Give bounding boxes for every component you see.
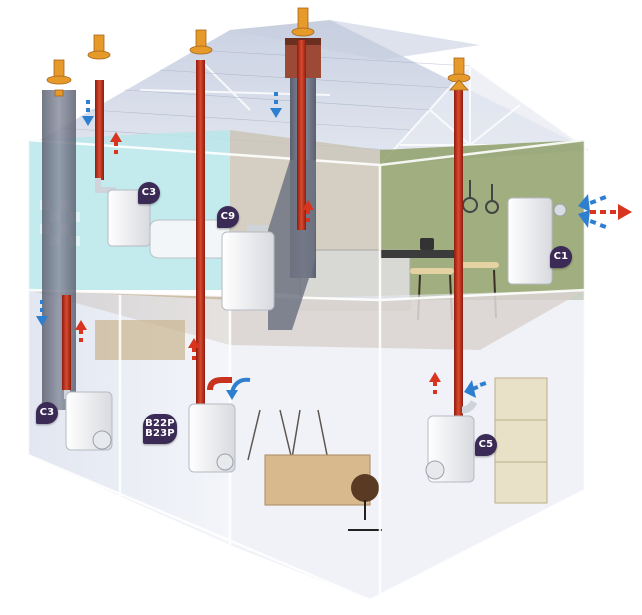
arrow-down-blue-icon (36, 300, 48, 326)
label-c1: C1 (550, 246, 572, 268)
terminal-5 (447, 57, 471, 91)
terminal-2 (87, 34, 111, 60)
arrow-up-red-icon (75, 320, 87, 342)
flue-terminals (46, 7, 471, 97)
intake-arrows (36, 92, 607, 400)
boiler-b22p-b23p (188, 403, 236, 473)
arrow-down-blue-icon (270, 92, 282, 118)
arrow-left-blue-icon (578, 210, 607, 229)
boiler-c1 (507, 197, 567, 285)
lower-floor (28, 290, 585, 600)
flue-pipes (62, 40, 463, 420)
arrow-down-blue-icon (82, 100, 94, 126)
arrow-right-red-icon (590, 204, 632, 220)
terminal-1 (46, 59, 72, 97)
arrow-up-red-icon (188, 338, 200, 360)
arrow-curve-blue-icon (226, 377, 251, 400)
boiler-c3-upper (95, 178, 151, 247)
arrow-up-red-icon (110, 132, 122, 154)
arrow-up-red-icon (429, 372, 441, 394)
terminal-3 (189, 29, 213, 55)
arrow-up-red-icon (302, 200, 314, 222)
boiler-c5 (425, 400, 478, 483)
label-b22p-b23p: B22P B23P (143, 414, 177, 444)
boilers (64, 178, 567, 483)
exhaust-arrows (75, 132, 632, 394)
label-c3-upper: C3 (138, 182, 160, 204)
terminal-4 (291, 7, 315, 37)
label-c5: C5 (475, 434, 497, 456)
boiler-c3-lower (64, 390, 113, 451)
label-c9: C9 (217, 206, 239, 228)
boiler-c9 (221, 225, 275, 311)
arrow-left-blue-icon (578, 194, 607, 212)
label-c3-lower: C3 (36, 402, 58, 424)
label-b22p: B22P (145, 418, 175, 429)
arrow-left-blue-icon (464, 380, 487, 398)
label-b23p: B23P (145, 428, 175, 439)
